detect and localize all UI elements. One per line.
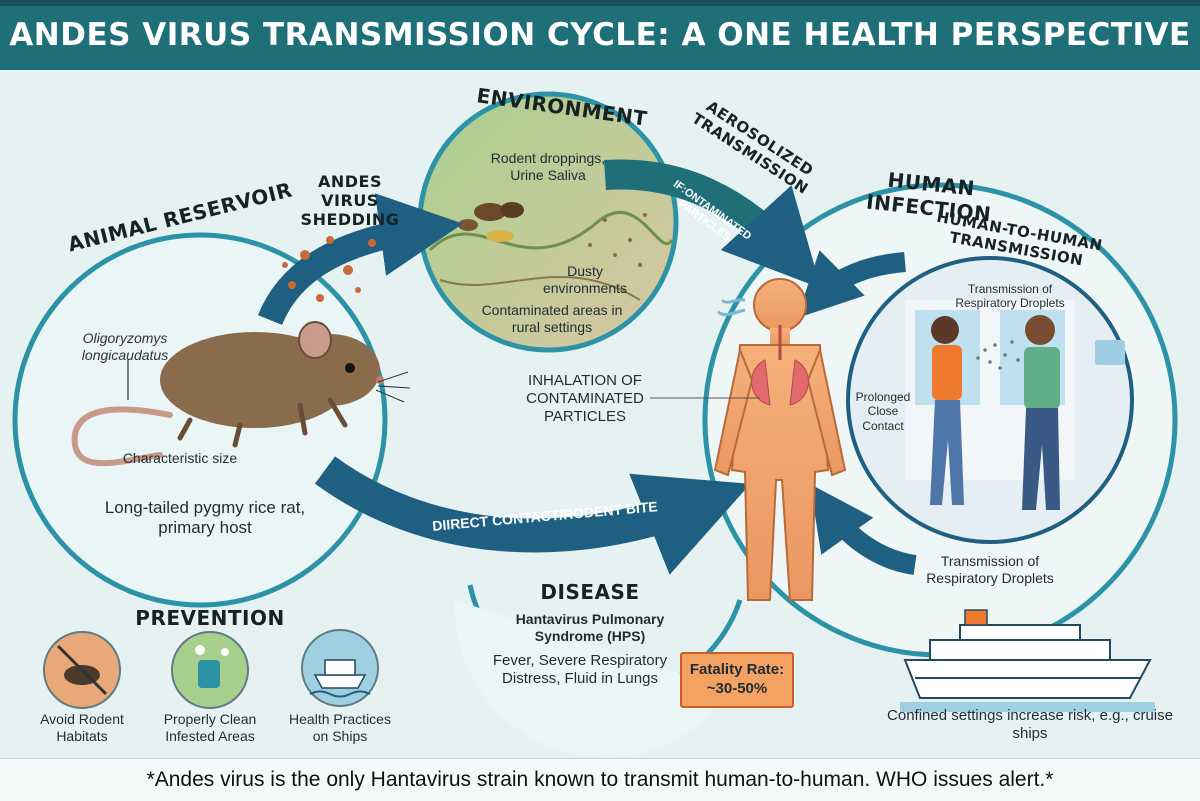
- fatality-label: Fatality Rate:: [689, 661, 785, 679]
- species-label: Oligoryzomys longicaudatus: [81, 330, 169, 363]
- prevention-heading: PREVENTION: [135, 606, 285, 630]
- prevention-item-avoid: Avoid Rodent Habitats: [40, 711, 124, 744]
- rat-illustration: [71, 321, 411, 467]
- close-contact-label: Prolonged Close Contact: [855, 390, 911, 433]
- page-title: ANDES VIRUS TRANSMISSION CYCLE: A ONE HE…: [9, 17, 1191, 53]
- direct-contact-arrow: [314, 456, 751, 575]
- size-label: Characteristic size: [122, 450, 238, 466]
- cleaning-icon: [171, 631, 249, 709]
- droplets-top-label: Transmission of Respiratory Droplets: [955, 282, 1065, 311]
- ship-icon: [301, 629, 379, 707]
- disease-name: Hantavirus Pulmonary Syndrome (HPS): [515, 611, 665, 644]
- prevention-item-ships: Health Practices on Ships: [289, 711, 391, 744]
- h2h-arrow-top: [796, 250, 906, 319]
- disease-heading: DISEASE: [540, 580, 640, 604]
- virus-particles: [282, 236, 376, 302]
- title-banner: ANDES VIRUS TRANSMISSION CYCLE: A ONE HE…: [0, 0, 1200, 70]
- no-rodent-icon: [43, 631, 121, 709]
- host-note: Long-tailed pygmy rice rat, primary host: [104, 498, 306, 538]
- shedding-arrow: [257, 193, 463, 326]
- aerosol-arrow: [604, 159, 821, 289]
- contaminated-areas-label: Contaminated areas in rural settings: [481, 302, 623, 335]
- cycle-illustration: [12, 91, 1178, 758]
- cruise-ship: [900, 609, 1155, 712]
- shedding-label: ANDES VIRUS SHEDDING: [300, 172, 400, 230]
- h2h-inset: [846, 256, 1134, 544]
- ship-caption: Confined settings increase risk, e.g., c…: [887, 707, 1173, 742]
- dusty-label: Dusty environments: [542, 263, 628, 296]
- inhalation-label: INHALATION OF CONTAMINATED PARTICLES: [526, 372, 644, 425]
- droplets-bottom-label: Transmission of Respiratory Droplets: [926, 553, 1054, 586]
- title-banner-cap: [0, 0, 1200, 6]
- footer-note: *Andes virus is the only Hantavirus stra…: [0, 758, 1200, 801]
- prevention-item-clean: Properly Clean Infested Areas: [163, 711, 257, 744]
- fatality-box: Fatality Rate: ~30-50%: [680, 652, 794, 708]
- human-figure: [650, 278, 847, 601]
- droppings-label: Rodent droppings, Urine Saliva: [490, 150, 606, 183]
- h2h-arrow-bottom: [810, 484, 917, 575]
- fatality-value: ~30-50%: [706, 680, 768, 697]
- symptoms: Fever, Severe Respiratory Distress, Flui…: [492, 652, 668, 687]
- reservoir-circle: [12, 232, 388, 608]
